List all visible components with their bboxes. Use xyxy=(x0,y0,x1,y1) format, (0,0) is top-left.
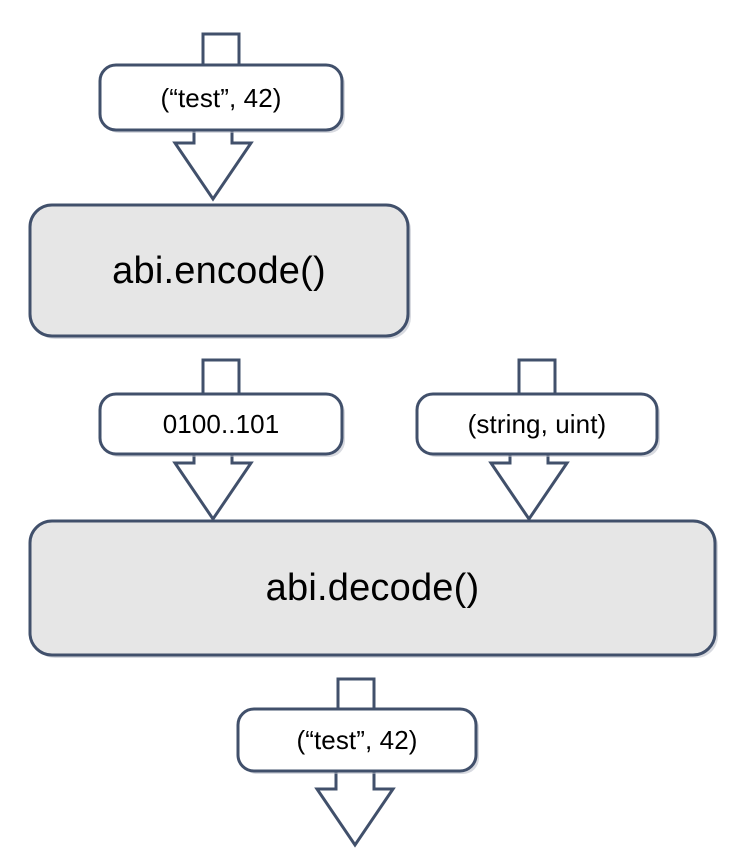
arrow-into-types-icon xyxy=(517,358,557,396)
node-output-tuple[interactable] xyxy=(236,707,478,773)
arrow-into-output-icon xyxy=(336,677,376,711)
node-input-tuple[interactable] xyxy=(98,63,344,132)
arrow-decode-output-icon xyxy=(314,770,396,848)
arrow-into-input-icon xyxy=(201,32,241,66)
node-abi-encode[interactable] xyxy=(28,203,410,338)
node-encoded-bytes[interactable] xyxy=(98,392,344,456)
arrow-into-encoded-icon xyxy=(201,358,241,396)
node-decode-types[interactable] xyxy=(415,392,659,456)
node-abi-decode[interactable] xyxy=(28,519,717,657)
arrow-input-to-encode-icon xyxy=(172,130,254,202)
arrow-encoded-to-decode-icon xyxy=(172,453,254,522)
arrow-types-to-decode-icon xyxy=(488,453,570,522)
